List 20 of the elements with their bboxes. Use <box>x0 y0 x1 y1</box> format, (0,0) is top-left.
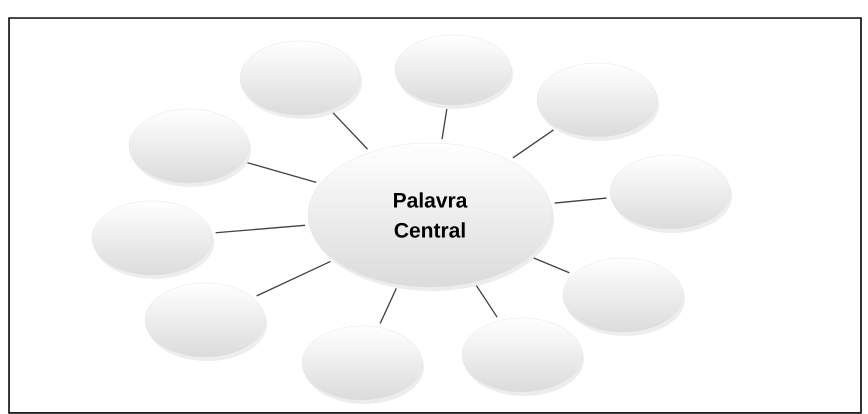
empty-ellipse <box>462 318 584 396</box>
connector-line <box>512 129 554 158</box>
connector-line <box>247 162 316 184</box>
empty-ellipse <box>302 326 424 404</box>
empty-ellipse <box>562 258 685 336</box>
connector-line <box>441 108 448 140</box>
connector-line <box>554 197 607 204</box>
connector-line <box>380 288 397 324</box>
connector-line <box>476 285 498 318</box>
empty-ellipse <box>144 282 267 361</box>
empty-ellipse <box>536 62 659 141</box>
empty-ellipse <box>240 40 362 119</box>
empty-ellipse <box>394 34 513 109</box>
connector-line <box>216 224 306 234</box>
connector-line <box>533 257 570 274</box>
connector-line <box>256 260 331 296</box>
empty-ellipse <box>610 154 732 233</box>
connector-line <box>332 112 368 150</box>
empty-ellipse <box>92 200 214 279</box>
empty-ellipse <box>128 108 251 187</box>
